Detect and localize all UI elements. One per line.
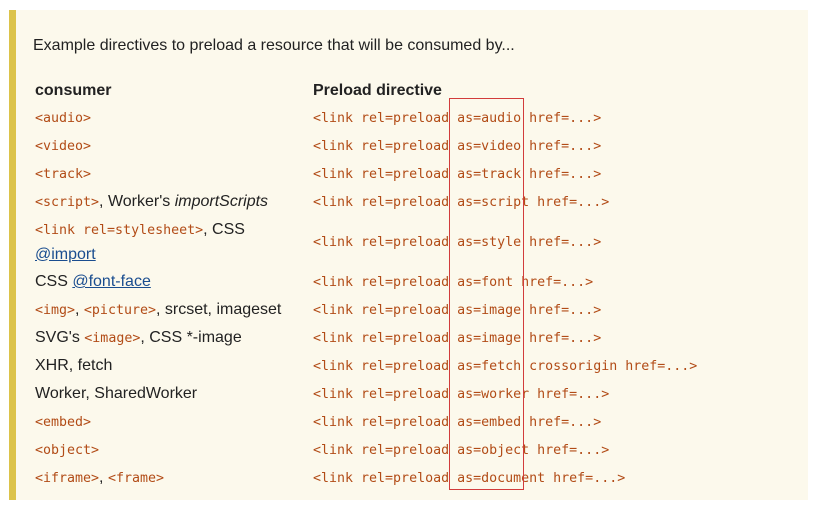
consumer-cell: Worker, SharedWorker [27, 380, 305, 408]
directive-cell: <link rel=preload as=track href=...> [305, 160, 705, 188]
consumer-text: Worker, SharedWorker [35, 385, 198, 402]
consumer-code: <audio> [35, 111, 92, 126]
directive-cell: <link rel=preload as=image href=...> [305, 324, 705, 352]
consumer-code: <image> [84, 331, 141, 346]
consumer-emphasis: importScripts [174, 193, 269, 210]
note-panel: Example directives to preload a resource… [9, 10, 808, 500]
directive-cell: <link rel=preload as=video href=...> [305, 132, 705, 160]
consumer-header: consumer [35, 82, 112, 99]
table-row: <embed> <link rel=preload as=embed href=… [27, 408, 705, 436]
consumer-code: <script> [35, 195, 100, 210]
directive-code: <link rel=preload as=embed href=...> [313, 415, 602, 430]
intro-text: Example directives to preload a resource… [33, 37, 515, 54]
directive-cell: <link rel=preload as=object href=...> [305, 436, 705, 464]
consumer-text: CSS [35, 273, 73, 290]
consumer-cell: <video> [27, 132, 305, 160]
table-row: <script>, Worker's importScripts <link r… [27, 188, 705, 216]
table-row: <img>, <picture>, srcset, imageset <link… [27, 296, 705, 324]
consumer-code: <frame> [107, 471, 164, 486]
consumer-cell: <audio> [27, 104, 305, 132]
consumer-text: , CSS [203, 220, 245, 238]
directive-cell: <link rel=preload as=image href=...> [305, 296, 705, 324]
consumer-cell: CSS @font-face [27, 268, 305, 296]
consumer-code: <embed> [35, 415, 92, 430]
consumer-cell: <script>, Worker's importScripts [27, 188, 305, 216]
directive-code: <link rel=preload as=image href=...> [313, 331, 602, 346]
table-header-row: consumer Preload directive [27, 78, 705, 104]
table-row: CSS @font-face <link rel=preload as=font… [27, 268, 705, 296]
consumer-text: XHR, fetch [35, 357, 113, 374]
directive-code: <link rel=preload as=script href=...> [313, 195, 610, 210]
consumer-text: , Worker's [99, 193, 175, 210]
directive-code: <link rel=preload as=style href=...> [313, 235, 602, 250]
consumer-text: SVG's [35, 329, 85, 346]
directive-code: <link rel=preload as=track href=...> [313, 167, 602, 182]
directive-cell: <link rel=preload as=style href=...> [305, 216, 705, 268]
table-row: <audio> <link rel=preload as=audio href=… [27, 104, 705, 132]
table-row: <track> <link rel=preload as=track href=… [27, 160, 705, 188]
consumer-code: <track> [35, 167, 92, 182]
consumer-code: <object> [35, 443, 100, 458]
directive-code: <link rel=preload as=font href=...> [313, 275, 594, 290]
consumer-code: <img> [35, 303, 76, 318]
directive-cell: <link rel=preload as=font href=...> [305, 268, 705, 296]
directive-code: <link rel=preload as=audio href=...> [313, 111, 602, 126]
table-row: XHR, fetch <link rel=preload as=fetch cr… [27, 352, 705, 380]
consumer-cell: <embed> [27, 408, 305, 436]
consumer-text: , [99, 469, 108, 486]
font-face-link[interactable]: @font-face [72, 273, 151, 290]
directive-cell: <link rel=preload as=embed href=...> [305, 408, 705, 436]
directive-header: Preload directive [313, 82, 442, 99]
directive-cell: <link rel=preload as=worker href=...> [305, 380, 705, 408]
consumer-code: <iframe> [35, 471, 100, 486]
consumer-cell: <img>, <picture>, srcset, imageset [27, 296, 305, 324]
directive-code: <link rel=preload as=object href=...> [313, 443, 610, 458]
directive-code: <link rel=preload as=image href=...> [313, 303, 602, 318]
directive-code: <link rel=preload as=worker href=...> [313, 387, 610, 402]
directive-cell: <link rel=preload as=fetch crossorigin h… [305, 352, 705, 380]
consumer-cell: <link rel=stylesheet>, CSS @import [27, 216, 305, 268]
import-link[interactable]: @import [35, 245, 96, 263]
table-row: <object> <link rel=preload as=object hre… [27, 436, 705, 464]
consumer-cell: <track> [27, 160, 305, 188]
consumer-cell: SVG's <image>, CSS *-image [27, 324, 305, 352]
consumer-text: , CSS *-image [140, 329, 242, 346]
preload-table: consumer Preload directive <audio> <link… [27, 78, 705, 492]
directive-cell: <link rel=preload as=script href=...> [305, 188, 705, 216]
consumer-text: , [75, 301, 84, 318]
table-row: Worker, SharedWorker <link rel=preload a… [27, 380, 705, 408]
table-row: <iframe>, <frame> <link rel=preload as=d… [27, 464, 705, 492]
directive-code: <link rel=preload as=document href=...> [313, 471, 626, 486]
consumer-cell: <iframe>, <frame> [27, 464, 305, 492]
directive-cell: <link rel=preload as=audio href=...> [305, 104, 705, 132]
consumer-code: <link rel=stylesheet> [35, 222, 204, 238]
directive-code: <link rel=preload as=video href=...> [313, 139, 602, 154]
table-row: <link rel=stylesheet>, CSS @import <link … [27, 216, 705, 268]
table-row: <video> <link rel=preload as=video href=… [27, 132, 705, 160]
table-row: SVG's <image>, CSS *-image <link rel=pre… [27, 324, 705, 352]
directive-cell: <link rel=preload as=document href=...> [305, 464, 705, 492]
consumer-code: <picture> [83, 303, 156, 318]
consumer-cell: XHR, fetch [27, 352, 305, 380]
consumer-text: , srcset, imageset [155, 301, 282, 318]
directive-code: <link rel=preload as=fetch crossorigin h… [313, 359, 698, 374]
consumer-cell: <object> [27, 436, 305, 464]
consumer-code: <video> [35, 139, 92, 154]
